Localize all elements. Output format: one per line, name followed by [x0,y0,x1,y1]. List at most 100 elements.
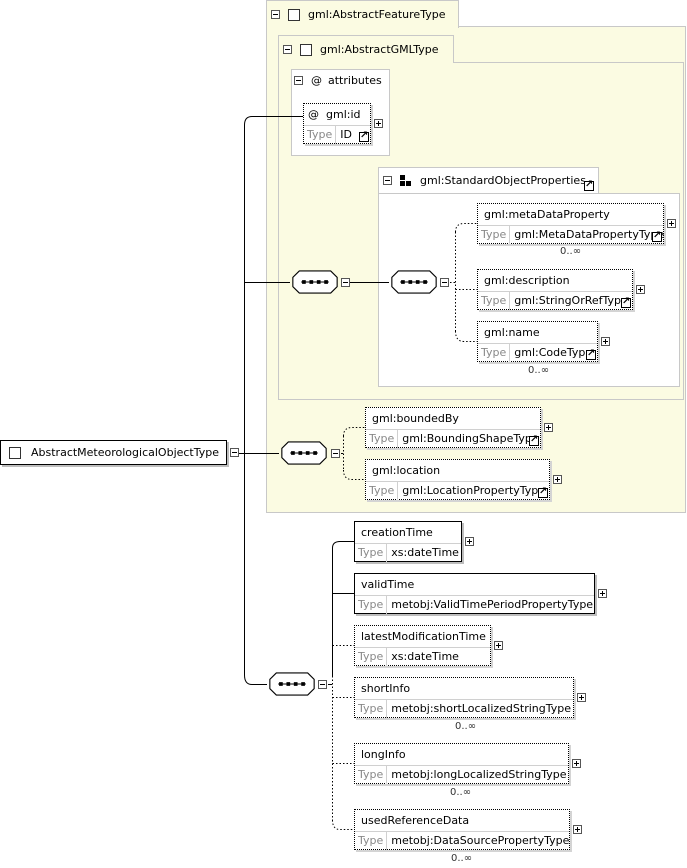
expand-icon[interactable] [465,537,474,546]
expand-icon[interactable] [374,119,383,128]
group-icon [400,175,412,186]
element-type: gml:LocationPropertyType [402,484,546,497]
element-type: gml:StringOrRefType [514,294,628,307]
attributes-title: attributes [328,74,382,87]
goto-type-icon[interactable] [652,229,662,243]
goto-type-icon[interactable] [538,485,548,499]
goto-type-icon[interactable] [359,129,369,143]
element-type: metobj:DataSourcePropertyType [391,834,570,847]
attribute-symbol-icon: @ [308,108,319,121]
type-label: Type [355,648,388,666]
expand-icon[interactable] [598,589,607,598]
standard-object-properties-title: gml:StandardObjectProperties [420,174,586,187]
element-name: gml:name [478,322,597,344]
complex-type-icon [9,446,21,459]
collapse-icon[interactable] [318,680,327,689]
collapse-icon[interactable] [294,76,303,85]
element-name: usedReferenceData [355,810,569,832]
element-type: metobj:shortLocalizedStringType [391,702,571,715]
complex-type-icon [288,8,300,21]
collapse-icon[interactable] [383,176,392,185]
collapse-icon[interactable] [440,278,449,287]
abstract-gml-type-title: gml:AbstractGMLType [320,43,439,56]
cardinality: 0..∞ [560,246,582,257]
collapse-icon[interactable] [341,278,350,287]
root-complex-type[interactable]: AbstractMeteorologicalObjectType [0,440,227,465]
collapse-icon[interactable] [283,45,292,54]
element-type: xs:dateTime [391,546,459,559]
element-type: gml:BoundingShapeType [402,432,539,445]
element-type: xs:dateTime [391,650,459,663]
element-name: gml:boundedBy [366,408,540,430]
sequence-compositor-own[interactable] [267,672,317,696]
cardinality: 0..∞ [451,853,473,864]
expand-icon[interactable] [494,641,503,650]
cardinality: 0..∞ [450,787,472,798]
element-type: gml:CodeType [514,346,593,359]
element-name: longInfo [355,744,568,766]
goto-type-icon[interactable] [621,295,631,309]
element-name: gml:description [478,270,632,292]
sequence-compositor-gml[interactable] [290,270,340,294]
type-label: Type [478,344,511,362]
complex-type-icon [300,43,312,56]
collapse-icon[interactable] [271,10,280,19]
expand-icon[interactable] [572,759,581,768]
type-label: Type [355,832,388,850]
collapse-icon[interactable] [230,448,239,457]
type-label: Type [355,766,388,784]
type-label: Type [478,292,511,310]
element-type: metobj:longLocalizedStringType [391,768,567,781]
element-name: gml:metaDataProperty [478,204,663,226]
element-name: shortInfo [355,678,573,700]
expand-icon[interactable] [553,475,562,484]
abstract-feature-type-tab[interactable]: gml:AbstractFeatureType [266,0,459,28]
expand-icon[interactable] [667,219,676,228]
element-type: metobj:ValidTimePeriodPropertyType [391,598,594,611]
type-label: Type [366,430,399,448]
sequence-compositor-feature[interactable] [279,441,329,465]
root-type-name: AbstractMeteorologicalObjectType [31,446,220,459]
type-label: Type [366,482,399,500]
goto-type-icon[interactable] [586,347,596,361]
cardinality: 0..∞ [455,721,477,732]
collapse-icon[interactable] [331,449,340,458]
expand-icon[interactable] [577,693,586,702]
attribute-name: gml:id [326,108,361,121]
attribute-symbol-icon: @ [311,74,322,87]
cardinality: 0..∞ [528,365,550,376]
element-name: gml:location [366,460,549,482]
abstract-feature-type-title: gml:AbstractFeatureType [308,8,446,21]
element-type: gml:MetaDataPropertyType [514,228,665,241]
abstract-gml-type-tab[interactable]: gml:AbstractGMLType [278,35,454,63]
expand-icon[interactable] [636,285,645,294]
sequence-compositor-std[interactable] [389,270,439,294]
element-name: creationTime [355,522,461,544]
expand-icon[interactable] [601,337,610,346]
goto-type-icon[interactable] [529,433,539,447]
type-label: Type [478,226,511,244]
standard-object-properties-tab[interactable]: gml:StandardObjectProperties [378,167,599,194]
expand-icon[interactable] [544,423,553,432]
element-name: latestModificationTime [355,626,490,648]
attribute-type: ID [340,128,352,141]
goto-group-icon[interactable] [584,178,594,192]
expand-icon[interactable] [573,825,582,834]
type-label: Type [355,544,388,562]
type-label: Type [304,126,337,144]
element-name: validTime [355,574,594,596]
type-label: Type [355,700,388,718]
type-label: Type [355,596,388,614]
